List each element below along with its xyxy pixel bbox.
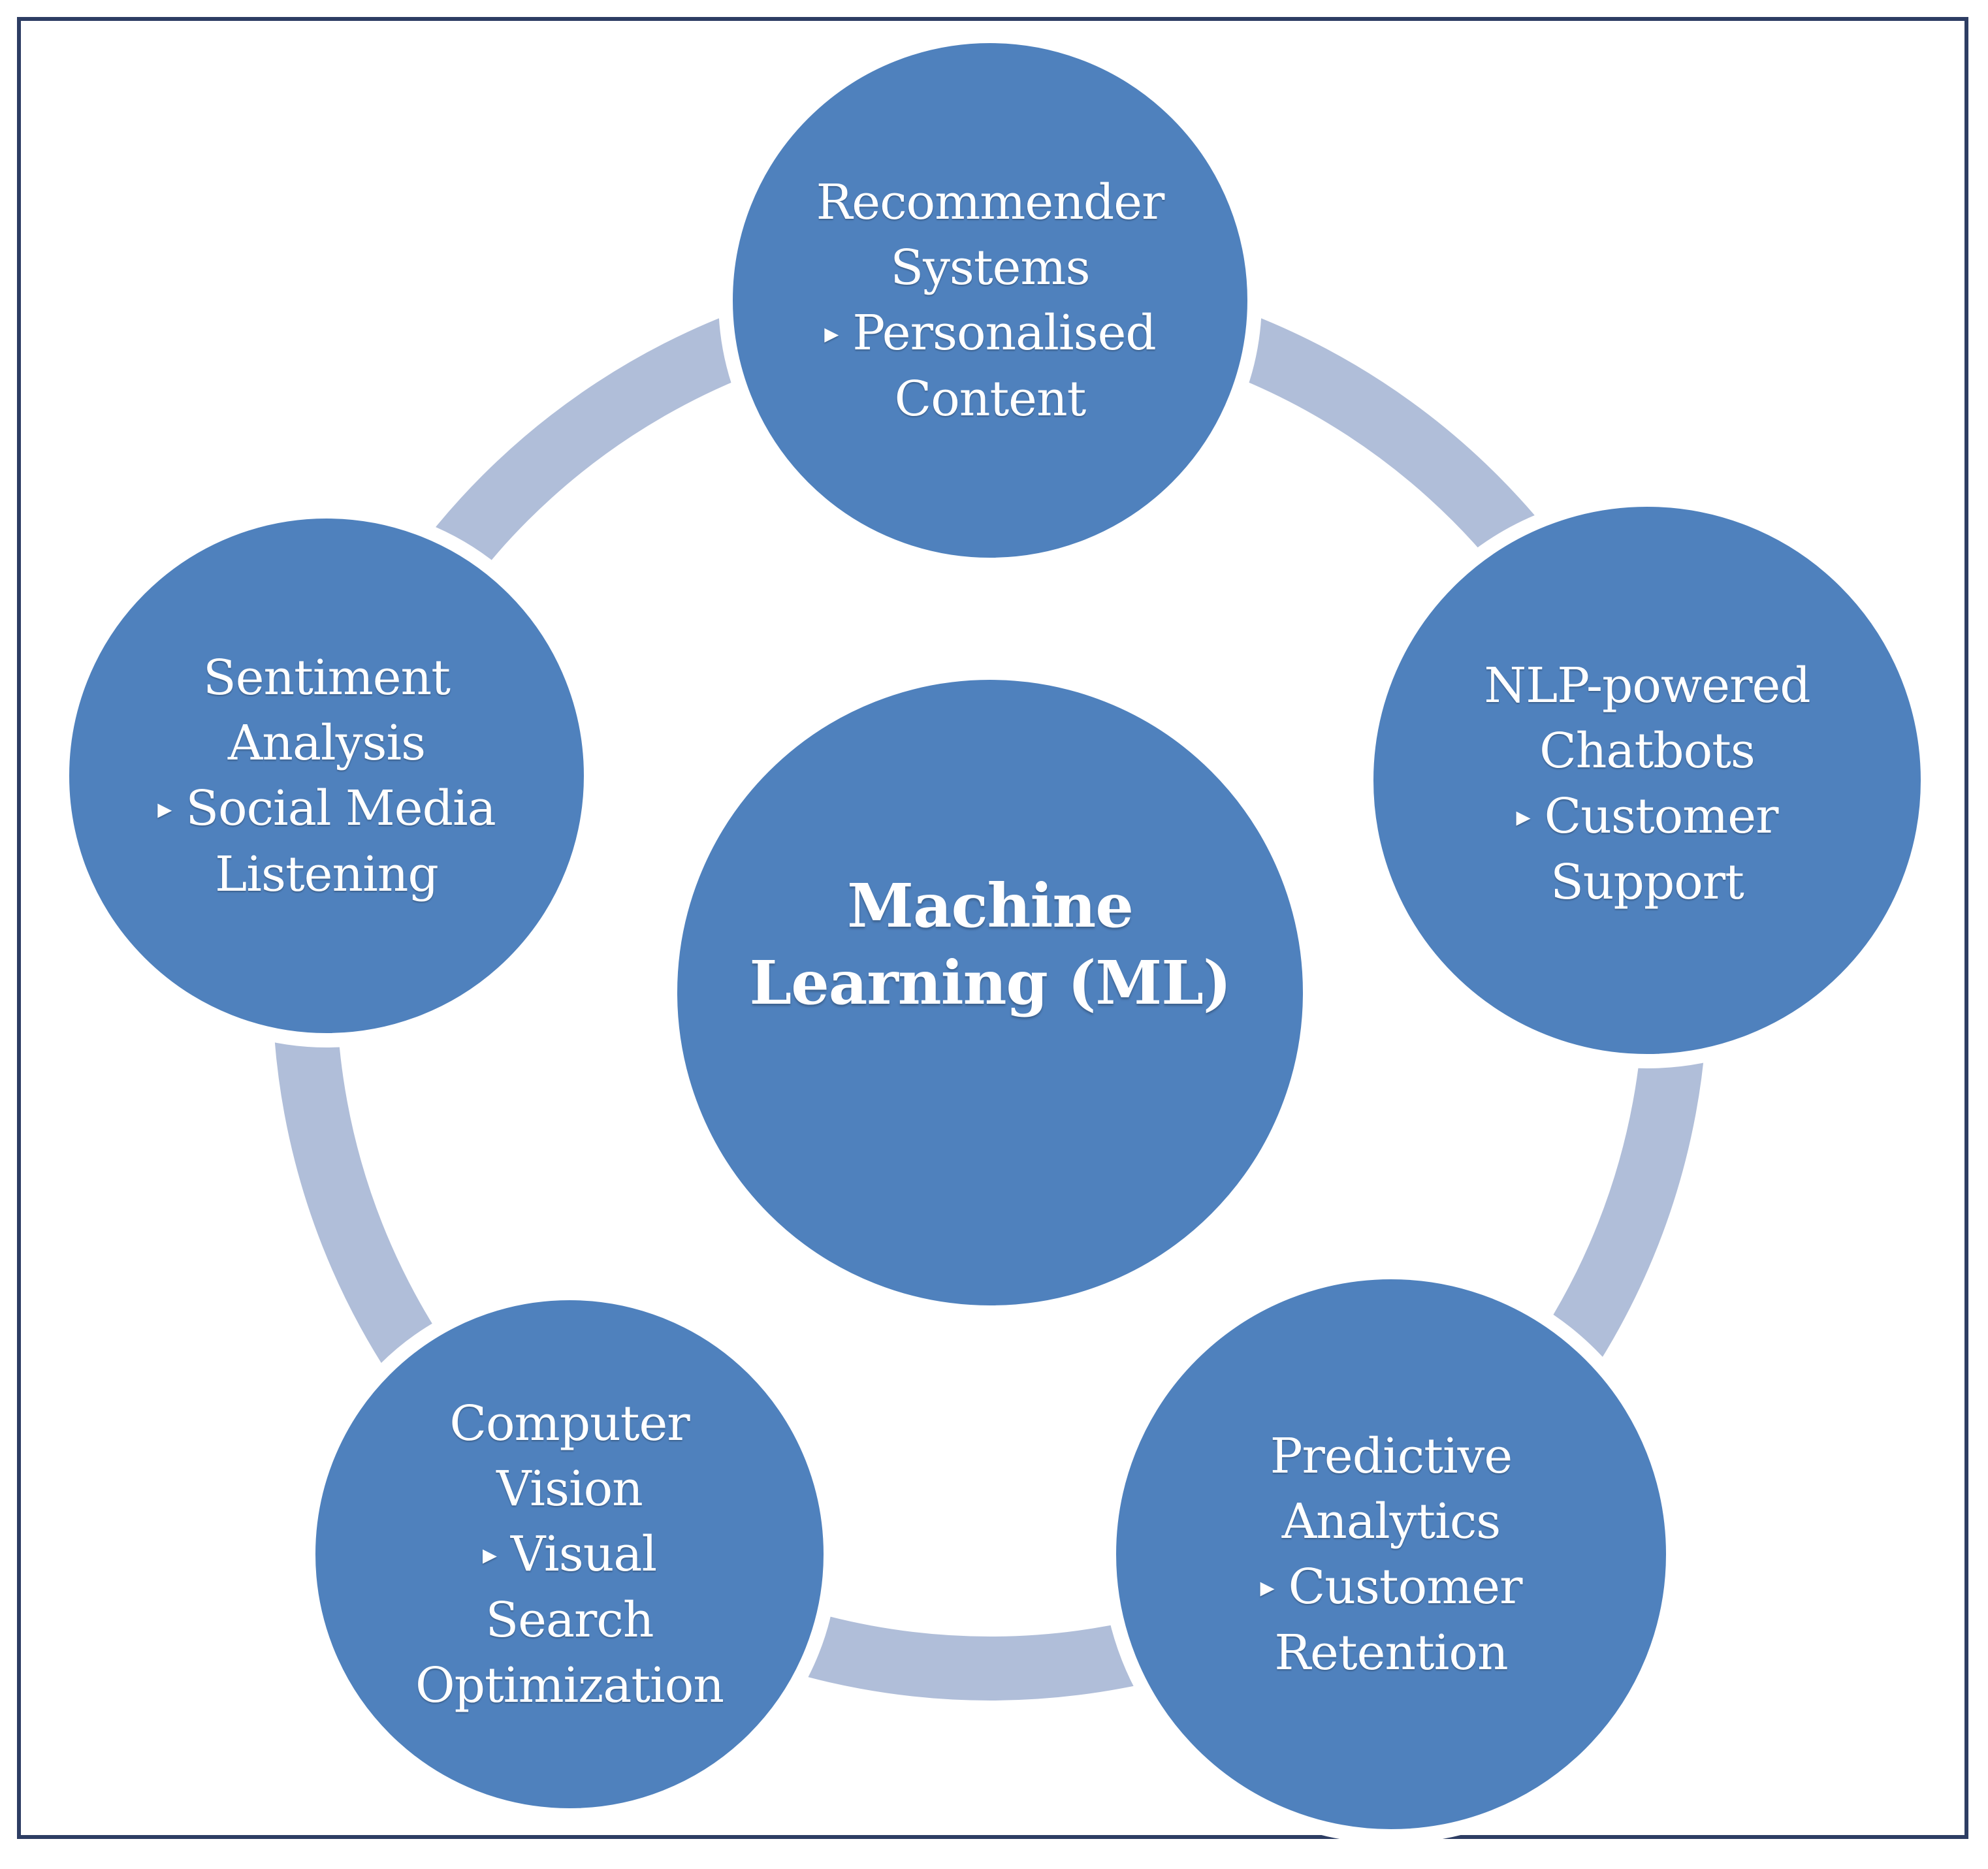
node-detail-line: ▸Customer bbox=[1260, 1558, 1523, 1615]
center-label-line-2: Learning (ML) bbox=[749, 948, 1232, 1018]
node-circle-recommender-systems bbox=[718, 29, 1262, 572]
node-detail-line: ▸Personalised bbox=[824, 304, 1157, 361]
node-label-recommender-systems: Recommender Systems ▸Personalised Conten… bbox=[729, 170, 1251, 431]
node-label-sentiment-analysis: Sentiment Analysis ▸Social Media Listeni… bbox=[65, 645, 588, 906]
node-title-line: Sentiment bbox=[203, 649, 451, 706]
node-detail-line: ▸Visual bbox=[482, 1526, 657, 1582]
node-detail-line: Support bbox=[1550, 854, 1744, 910]
node-detail-line: ▸Social Media bbox=[157, 780, 496, 837]
node-label-computer-vision: Computer Vision ▸Visual Search Optimizat… bbox=[308, 1391, 831, 1717]
node-circle-predictive-analytics bbox=[1102, 1265, 1680, 1844]
node-circle-nlp-chatbots bbox=[1359, 492, 1935, 1068]
node-detail-line: Content bbox=[894, 370, 1087, 427]
node-title-line: Recommender bbox=[816, 174, 1165, 231]
bullet-arrow-icon: ▸ bbox=[157, 791, 172, 825]
node-detail-line: Listening bbox=[215, 846, 439, 903]
node-title-line: Vision bbox=[496, 1460, 643, 1517]
bullet-arrow-icon: ▸ bbox=[1516, 799, 1531, 833]
bullet-arrow-icon: ▸ bbox=[824, 316, 839, 350]
node-detail-line: ▸Customer bbox=[1516, 788, 1779, 844]
bullet-arrow-icon: ▸ bbox=[1260, 1570, 1275, 1604]
bullet-arrow-icon: ▸ bbox=[482, 1537, 497, 1571]
node-title-line: Predictive bbox=[1270, 1428, 1513, 1484]
node-title-line: Computer bbox=[449, 1395, 690, 1452]
node-title-line: Analytics bbox=[1281, 1493, 1501, 1550]
node-detail-line: Search bbox=[485, 1591, 654, 1648]
node-title-line: Chatbots bbox=[1539, 722, 1756, 779]
node-detail-line: Retention bbox=[1274, 1624, 1508, 1681]
center-circle bbox=[663, 665, 1317, 1320]
center-label-line-1: Machine bbox=[847, 871, 1134, 941]
node-title-line: Analysis bbox=[227, 714, 426, 771]
node-circle-computer-vision bbox=[301, 1286, 838, 1823]
node-title-line: Systems bbox=[890, 239, 1090, 296]
node-title-line: NLP-powered bbox=[1484, 657, 1810, 714]
node-label-nlp-chatbots: NLP-powered Chatbots ▸Customer Support bbox=[1386, 653, 1908, 914]
center-label: Machine Learning (ML) bbox=[729, 846, 1251, 1042]
node-detail-line: Optimization bbox=[415, 1657, 724, 1714]
node-circle-sentiment-analysis bbox=[55, 504, 598, 1047]
node-label-predictive-analytics: Predictive Analytics ▸Customer Retention bbox=[1130, 1424, 1652, 1685]
